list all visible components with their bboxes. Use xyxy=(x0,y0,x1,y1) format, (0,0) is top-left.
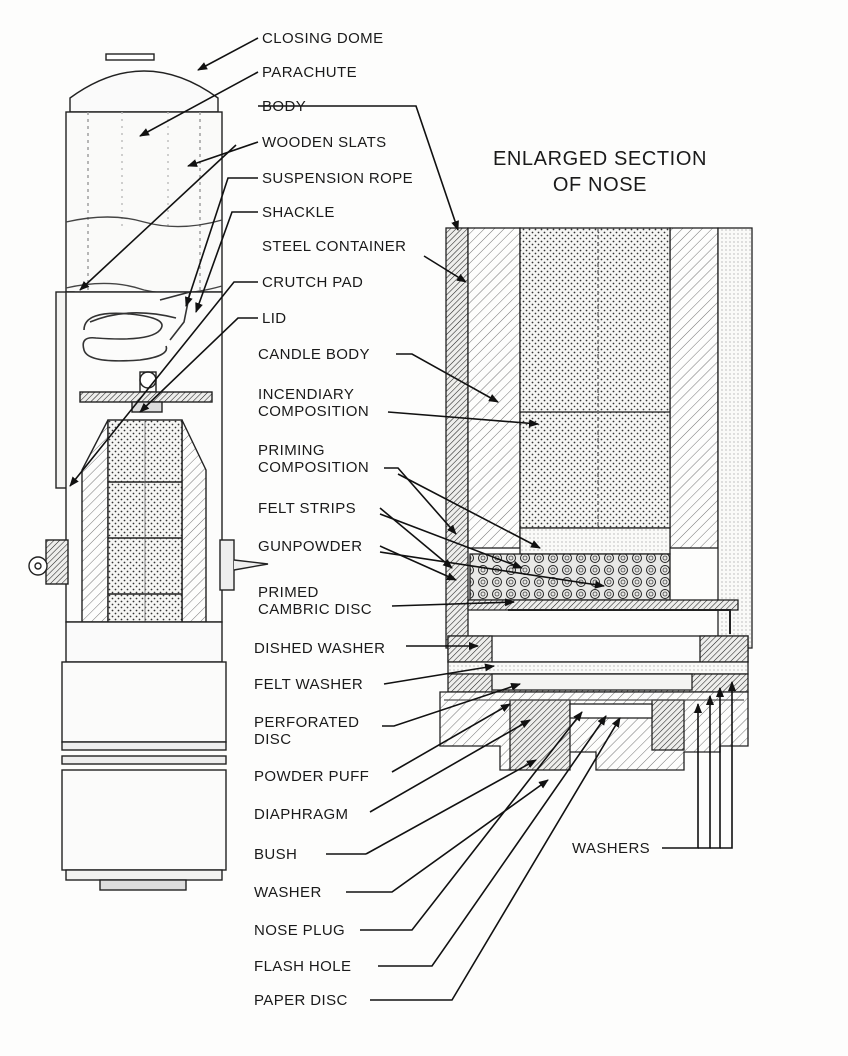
label-dished-washer: DISHED WASHER xyxy=(254,640,386,657)
label-powder-puff: POWDER PUFF xyxy=(254,768,370,785)
label-priming-composition: PRIMING COMPOSITION xyxy=(258,442,369,476)
label-suspension-rope: SUSPENSION ROPE xyxy=(262,170,414,187)
label-parachute: PARACHUTE xyxy=(262,64,357,81)
label-washers: WASHERS xyxy=(572,840,651,857)
label-felt-strips: FELT STRIPS xyxy=(258,500,357,517)
label-perforated-disc: PERFORATED DISC xyxy=(254,714,359,748)
section-title-line-2: OF NOSE xyxy=(552,174,648,196)
label-perforated-line-2: DISC xyxy=(254,731,292,748)
label-flash-hole: FLASH HOLE xyxy=(254,958,352,975)
label-candle-body: CANDLE BODY xyxy=(258,346,370,363)
label-priming-line-2: COMPOSITION xyxy=(258,459,370,476)
label-felt-washer: FELT WASHER xyxy=(254,676,364,693)
label-lid: LID xyxy=(262,310,287,327)
label-nose-plug: NOSE PLUG xyxy=(254,922,346,939)
label-body: BODY xyxy=(262,98,307,115)
label-primed-line-2: CAMBRIC DISC xyxy=(258,601,372,618)
leader-lines xyxy=(69,37,736,1001)
label-perforated-line-1: PERFORATED xyxy=(254,714,360,731)
label-incendiary-composition: INCENDIARY COMPOSITION xyxy=(258,386,369,420)
container-drawing xyxy=(28,53,269,891)
label-bush: BUSH xyxy=(254,846,298,863)
label-primed-line-1: PRIMED xyxy=(258,584,319,601)
label-incendiary-line-1: INCENDIARY xyxy=(258,386,355,403)
label-primed-cambric-disc: PRIMED CAMBRIC DISC xyxy=(258,584,372,618)
label-shackle: SHACKLE xyxy=(262,204,335,221)
label-wooden-slats: WOODEN SLATS xyxy=(262,134,387,151)
label-gunpowder: GUNPOWDER xyxy=(258,538,363,555)
label-priming-line-1: PRIMING xyxy=(258,442,325,459)
label-closing-dome: CLOSING DOME xyxy=(262,30,384,47)
section-title: ENLARGED SECTION OF NOSE xyxy=(478,146,722,198)
nose-section-drawing xyxy=(439,227,753,771)
section-title-line-1: ENLARGED SECTION xyxy=(492,148,708,170)
label-steel-container: STEEL CONTAINER xyxy=(262,238,407,255)
label-paper-disc: PAPER DISC xyxy=(254,992,348,1009)
label-washer: WASHER xyxy=(254,884,322,901)
label-crutch-pad: CRUTCH PAD xyxy=(262,274,364,291)
label-incendiary-line-2: COMPOSITION xyxy=(258,403,370,420)
label-diaphragm: DIAPHRAGM xyxy=(254,806,349,823)
